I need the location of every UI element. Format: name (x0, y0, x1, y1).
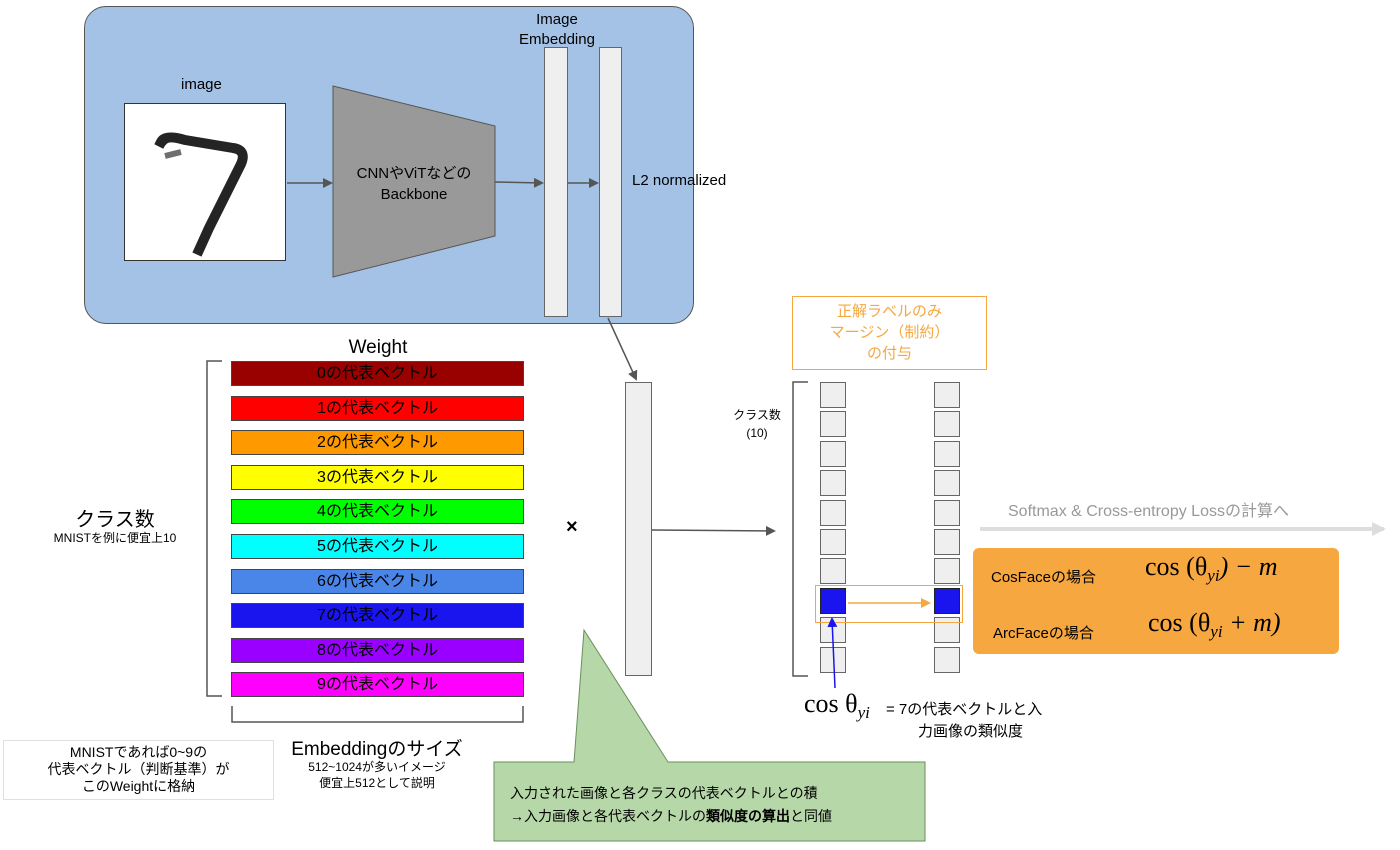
arcface-formula-sub: yi (1210, 622, 1223, 642)
margin-label-line1: 正解ラベルのみ (836, 303, 942, 320)
backbone-label-line1: CNNやViTなどの (356, 165, 472, 182)
cosface-formula-tail: ) − m (1219, 552, 1278, 581)
weight-row-8: 8の代表ベクトル (231, 637, 524, 663)
arcface-formula: cos (θyi + m) (1148, 608, 1281, 642)
weight-note: MNISTであれば0~9の 代表ベクトル（判断基準）が このWeightに格納 (3, 740, 274, 800)
logit-after-cell-0 (934, 382, 960, 408)
image-label: image (181, 76, 222, 93)
weight-row-2: 2の代表ベクトル (231, 430, 524, 456)
weight-row-1: 1の代表ベクトル (231, 395, 524, 421)
input-digit-image (124, 103, 286, 261)
logit-before-cell-1 (820, 411, 846, 438)
logit-after-cell-5 (934, 529, 960, 555)
weight-row-6: 6の代表ベクトル (231, 568, 524, 594)
weight-row-0: 0の代表ベクトル (231, 361, 524, 386)
softmax-label: Softmax & Cross-entropy Lossの計算へ (1008, 503, 1289, 520)
formula-box: CosFaceの場合 cos (θyi) − m ArcFaceの場合 cos … (973, 548, 1339, 654)
backbone-label-line2: Backbone (380, 186, 448, 203)
callout-text: 入力された画像と各クラスの代表ベクトルとの積 →入力画像と各代表ベクトルの類似度… (510, 782, 920, 828)
margin-label-line2: マージン（制約） (829, 324, 950, 341)
embedding-label-line1: Image (536, 11, 578, 28)
logit-before-cell-6 (820, 558, 846, 585)
cosface-formula-sub: yi (1207, 566, 1220, 586)
backbone-label: CNNやViTなどの Backbone (333, 163, 495, 205)
class-count-title: クラス数 (75, 509, 155, 531)
embedding-size-bracket (231, 706, 524, 723)
digit-seven-glyph (154, 132, 248, 257)
arcface-label: ArcFaceの場合 (993, 625, 1094, 642)
logit-after-cell-3 (934, 470, 960, 497)
cos-theta-subscript: yi (857, 703, 870, 723)
embedding-label: Image Embedding (505, 10, 609, 50)
cos-theta-text: cos θ (804, 689, 858, 718)
cosface-label: CosFaceの場合 (991, 569, 1097, 586)
logit-after-cell-7 (934, 587, 960, 614)
margin-label-line3: の付与 (866, 345, 912, 362)
logit-class-label: クラス数 (10) (722, 406, 792, 442)
weight-row-9: 9の代表ベクトル (231, 672, 524, 698)
callout-line1: 入力された画像と各クラスの代表ベクトルとの積 (510, 785, 818, 801)
logit-after-cell-6 (934, 558, 960, 585)
arrow-vector-to-logits (651, 525, 776, 536)
weight-note-line3: このWeightに格納 (81, 778, 196, 794)
logit-after-cell-1 (934, 411, 960, 438)
cosface-formula: cos (θyi) − m (1145, 552, 1278, 586)
embedding-size-line2: 便宜上512として説明 (319, 776, 435, 790)
weight-row-7: 7の代表ベクトル (231, 603, 524, 629)
l2-normalized-label: L2 normalized (632, 172, 727, 189)
weight-row-4: 4の代表ベクトル (231, 499, 524, 525)
callout-line2: →入力画像と各代表ベクトルの類似度の算出と同値 (510, 805, 920, 828)
weight-row-5: 5の代表ベクトル (231, 534, 524, 559)
cos-theta-desc-line1: = 7の代表ベクトルと入 (886, 701, 1043, 718)
logit-class-label-line1: クラス数 (733, 408, 781, 422)
target-class-highlight (815, 585, 963, 623)
arcface-formula-head: cos (θ (1148, 608, 1211, 637)
embedding-size-line1: 512~1024が多いイメージ (308, 760, 446, 774)
weight-note-line2: 代表ベクトル（判断基準）が (47, 761, 230, 777)
callout-line2-prefix: →入力画像と各代表ベクトルの (510, 808, 706, 824)
logit-class-label-line2: (10) (746, 426, 768, 440)
embedding-size-subtitle: 512~1024が多いイメージ 便宜上512として説明 (262, 759, 492, 791)
multiply-sign: × (566, 516, 578, 538)
embedding-column (544, 47, 568, 317)
weight-row-3: 3の代表ベクトル (231, 464, 524, 490)
logit-after-cell-8 (934, 617, 960, 644)
normalized-embedding-column (599, 47, 622, 317)
arrow-normalized-to-vector (607, 317, 638, 381)
margin-label-box: 正解ラベルのみ マージン（制約） の付与 (792, 296, 987, 370)
weight-note-line1: MNISTであれば0~9の (69, 744, 208, 760)
logit-after-cell-9 (934, 646, 960, 673)
input-embedding-vector (625, 382, 652, 676)
logit-after-cell-2 (934, 440, 960, 467)
arcface-formula-tail: + m) (1222, 608, 1281, 637)
logit-before-cell-7 (820, 587, 846, 614)
embedding-label-line2: Embedding (519, 31, 595, 48)
cosface-formula-head: cos (θ (1145, 552, 1208, 581)
callout-line2-bold: 類似度の算出 (706, 808, 790, 824)
logit-before-cell-9 (820, 646, 846, 673)
logit-after-cell-4 (934, 499, 960, 526)
logit-before-cell-3 (820, 470, 846, 497)
callout-line2-suffix: と同値 (790, 808, 832, 824)
cos-theta-desc-line2: 力画像の類似度 (918, 723, 1024, 740)
logit-before-cell-0 (820, 382, 846, 408)
logit-class-bracket (792, 381, 808, 677)
logit-before-cell-5 (820, 529, 846, 555)
cos-theta-symbol: cos θyi (804, 688, 870, 723)
class-count-subtitle: MNISTを例に便宜上10 (53, 531, 177, 545)
logit-before-cell-2 (820, 440, 846, 467)
weight-title: Weight (348, 337, 408, 358)
logit-before-cell-4 (820, 499, 846, 526)
embedding-size-title: Embeddingのサイズ (291, 739, 463, 760)
